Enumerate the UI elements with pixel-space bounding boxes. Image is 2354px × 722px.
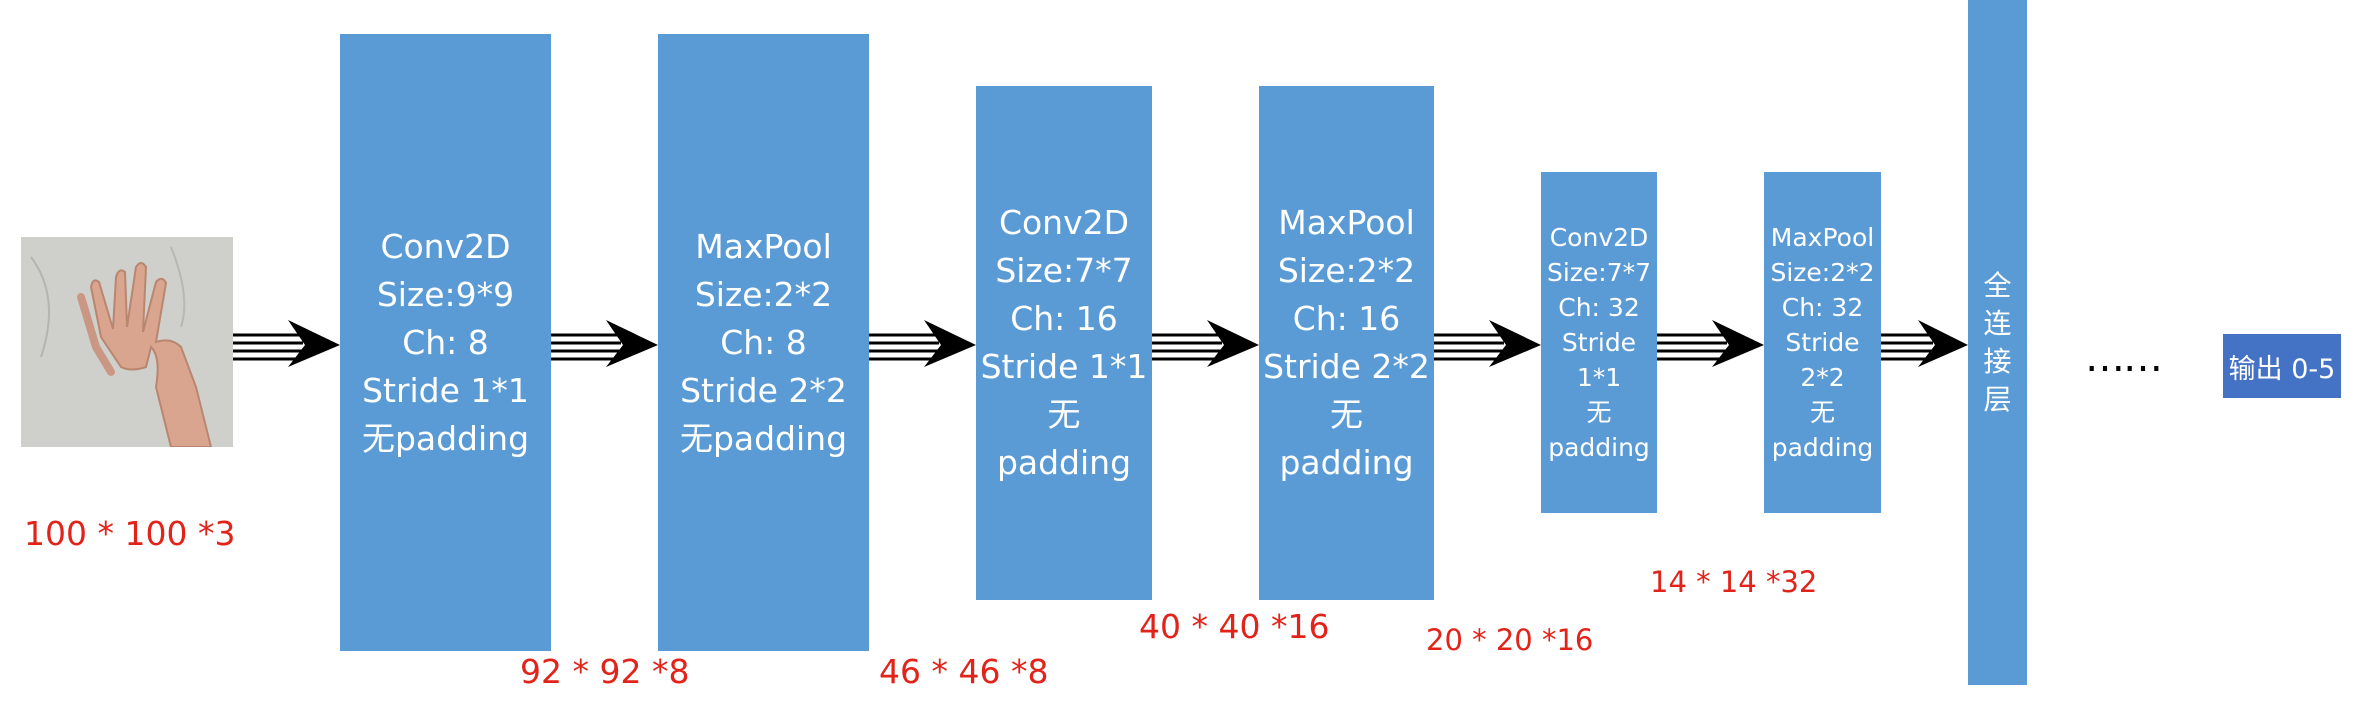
pool3-line-2: Size:2*2 [1770,258,1875,287]
conv3-line-7: padding [1548,433,1650,462]
conv1-line-4: Stride 1*1 [362,370,529,410]
pool3-dims-label: 14 * 14 *32 [1650,565,1818,599]
fc-char-2: 连 [1983,306,2012,340]
input-hand-image [21,237,233,448]
conv3-block: Conv2D Size:7*7 Ch: 32 Stride 1*1 无 padd… [1541,172,1657,513]
arrow-pool2-to-conv3 [1434,320,1541,367]
conv1-block: Conv2D Size:9*9 Ch: 8 Stride 1*1 无paddin… [340,34,551,651]
pool1-dims-label: 46 * 46 *8 [879,652,1049,691]
arrow-conv1-to-pool1 [551,320,658,367]
conv2-line-5: 无 [1047,395,1081,434]
conv2-block: Conv2D Size:7*7 Ch: 16 Stride 1*1 无 padd… [976,86,1152,600]
conv2-dims-label: 40 * 40 *16 [1139,607,1330,646]
conv2-line-1: Conv2D [998,203,1130,242]
arrow-pool1-to-conv2 [869,320,976,367]
conv1-line-5: 无padding [361,418,530,458]
conv3-line-3: Ch: 32 [1558,293,1640,322]
pool3-line-7: padding [1771,433,1874,462]
hand-icon [21,237,233,448]
arrow-input-to-conv1 [233,320,340,367]
conv3-line-1: Conv2D [1549,223,1649,252]
conv3-line-6: 无 [1586,398,1612,427]
conv1-dims-label: 92 * 92 *8 [520,652,690,691]
conv3-line-4: Stride [1561,328,1637,357]
pool2-block: MaxPool Size:2*2 Ch: 16 Stride 2*2 无 pad… [1259,86,1434,600]
pool3-line-6: 无 [1809,398,1835,427]
conv2-line-2: Size:7*7 [995,251,1133,290]
pool2-line-2: Size:2*2 [1277,251,1416,290]
conv2-line-3: Ch: 16 [1010,299,1118,338]
conv1-line-1: Conv2D [380,226,511,266]
conv2-line-6: padding [996,443,1132,482]
pool1-line-3: Ch: 8 [720,322,807,362]
pool2-line-3: Ch: 16 [1292,299,1401,338]
pool2-line-6: padding [1279,443,1414,482]
fc-char-1: 全 [1983,268,2012,302]
output-label: 输出 0-5 [2228,353,2336,385]
ellipsis-dots: …… [2085,335,2163,381]
conv3-line-2: Size:7*7 [1546,258,1652,287]
pool1-line-2: Size:2*2 [694,274,833,314]
pool1-line-1: MaxPool [695,226,832,266]
pool3-line-3: Ch: 32 [1781,293,1864,322]
fc-layer-block: 全 连 接 层 [1968,0,2027,685]
pool3-line-5: 2*2 [1800,363,1845,392]
fc-char-3: 接 [1983,344,2012,378]
pool1-block: MaxPool Size:2*2 Ch: 8 Stride 2*2 无paddi… [658,34,869,651]
conv2-line-4: Stride 1*1 [980,347,1148,386]
conv1-line-2: Size:9*9 [376,274,515,314]
conv3-line-5: 1*1 [1576,363,1622,392]
output-box: 输出 0-5 [2223,334,2341,398]
arrow-conv3-to-pool3 [1657,320,1764,367]
pool1-line-4: Stride 2*2 [680,370,847,410]
pool2-line-5: 无 [1330,395,1363,434]
pool1-line-5: 无padding [679,418,848,458]
pool3-line-1: MaxPool [1770,223,1875,252]
input-dims-label: 100 * 100 *3 [24,514,236,553]
pool3-block: MaxPool Size:2*2 Ch: 32 Stride 2*2 无 pad… [1764,172,1881,513]
arrow-pool3-to-fc [1881,320,1968,367]
pool2-dims-label: 20 * 20 *16 [1426,623,1594,657]
pool3-line-4: Stride [1785,328,1860,357]
conv1-line-3: Ch: 8 [402,322,489,362]
pool2-line-1: MaxPool [1278,203,1415,242]
pool2-line-4: Stride 2*2 [1263,347,1430,386]
arrow-conv2-to-pool2 [1152,320,1259,367]
fc-char-4: 层 [1983,382,2012,416]
